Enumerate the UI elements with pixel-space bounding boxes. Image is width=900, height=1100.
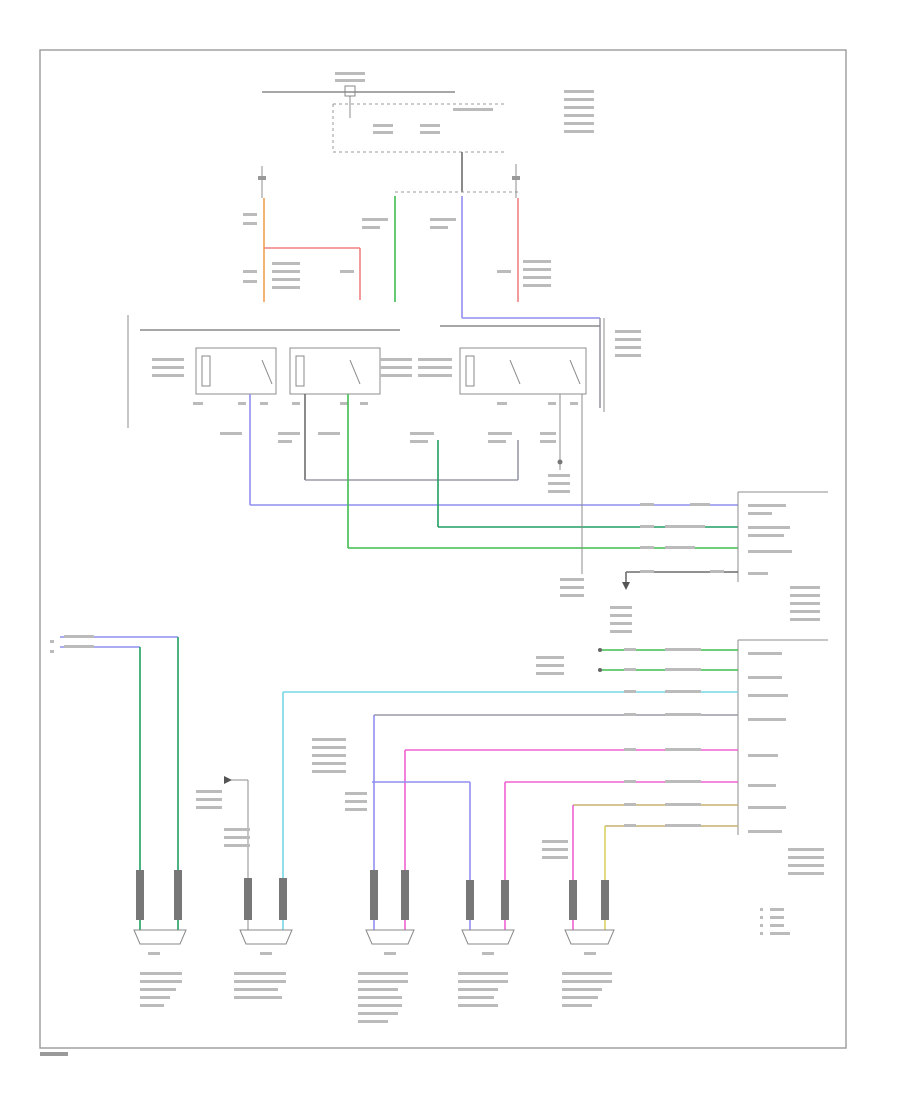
sensor-4-connector (466, 880, 474, 920)
diagram-frame (39, 49, 847, 1049)
sensor-1b-connector (174, 870, 182, 920)
right-fuse-feed (497, 164, 551, 302)
sensor-2b-connector (279, 878, 287, 920)
sensor-1-connector (136, 870, 144, 920)
relay-3 (459, 347, 587, 395)
sensor-row (133, 870, 615, 1023)
sensor-2-label (234, 972, 286, 999)
module-signal-wires (282, 648, 738, 930)
sensor-2-connector (244, 878, 252, 920)
power-distribution-section (262, 72, 594, 153)
left-fuse-feed (243, 166, 361, 302)
sensor-4-label (458, 972, 508, 1007)
relay-2 (289, 347, 381, 395)
fuse-box-connector (344, 85, 356, 97)
module-lower-connector (737, 639, 828, 875)
relay-block (127, 315, 641, 428)
sensor-3-connector (370, 870, 378, 920)
sensor-4b-connector (501, 880, 509, 920)
sensor-3-label (358, 972, 408, 1023)
legend (760, 908, 790, 935)
sensor-1-label (140, 972, 182, 1007)
sensor-3b-connector (401, 870, 409, 920)
sensor-5-connector (569, 880, 577, 920)
sensor-5-label (562, 972, 612, 1007)
module-upper-connector (610, 491, 828, 633)
relay-output-wires (220, 394, 738, 597)
middle-feeds (362, 152, 601, 408)
page-number-mark (40, 1052, 68, 1056)
relay-1 (195, 347, 277, 395)
left-side-wires (50, 635, 250, 930)
sensor-5b-connector (601, 880, 609, 920)
